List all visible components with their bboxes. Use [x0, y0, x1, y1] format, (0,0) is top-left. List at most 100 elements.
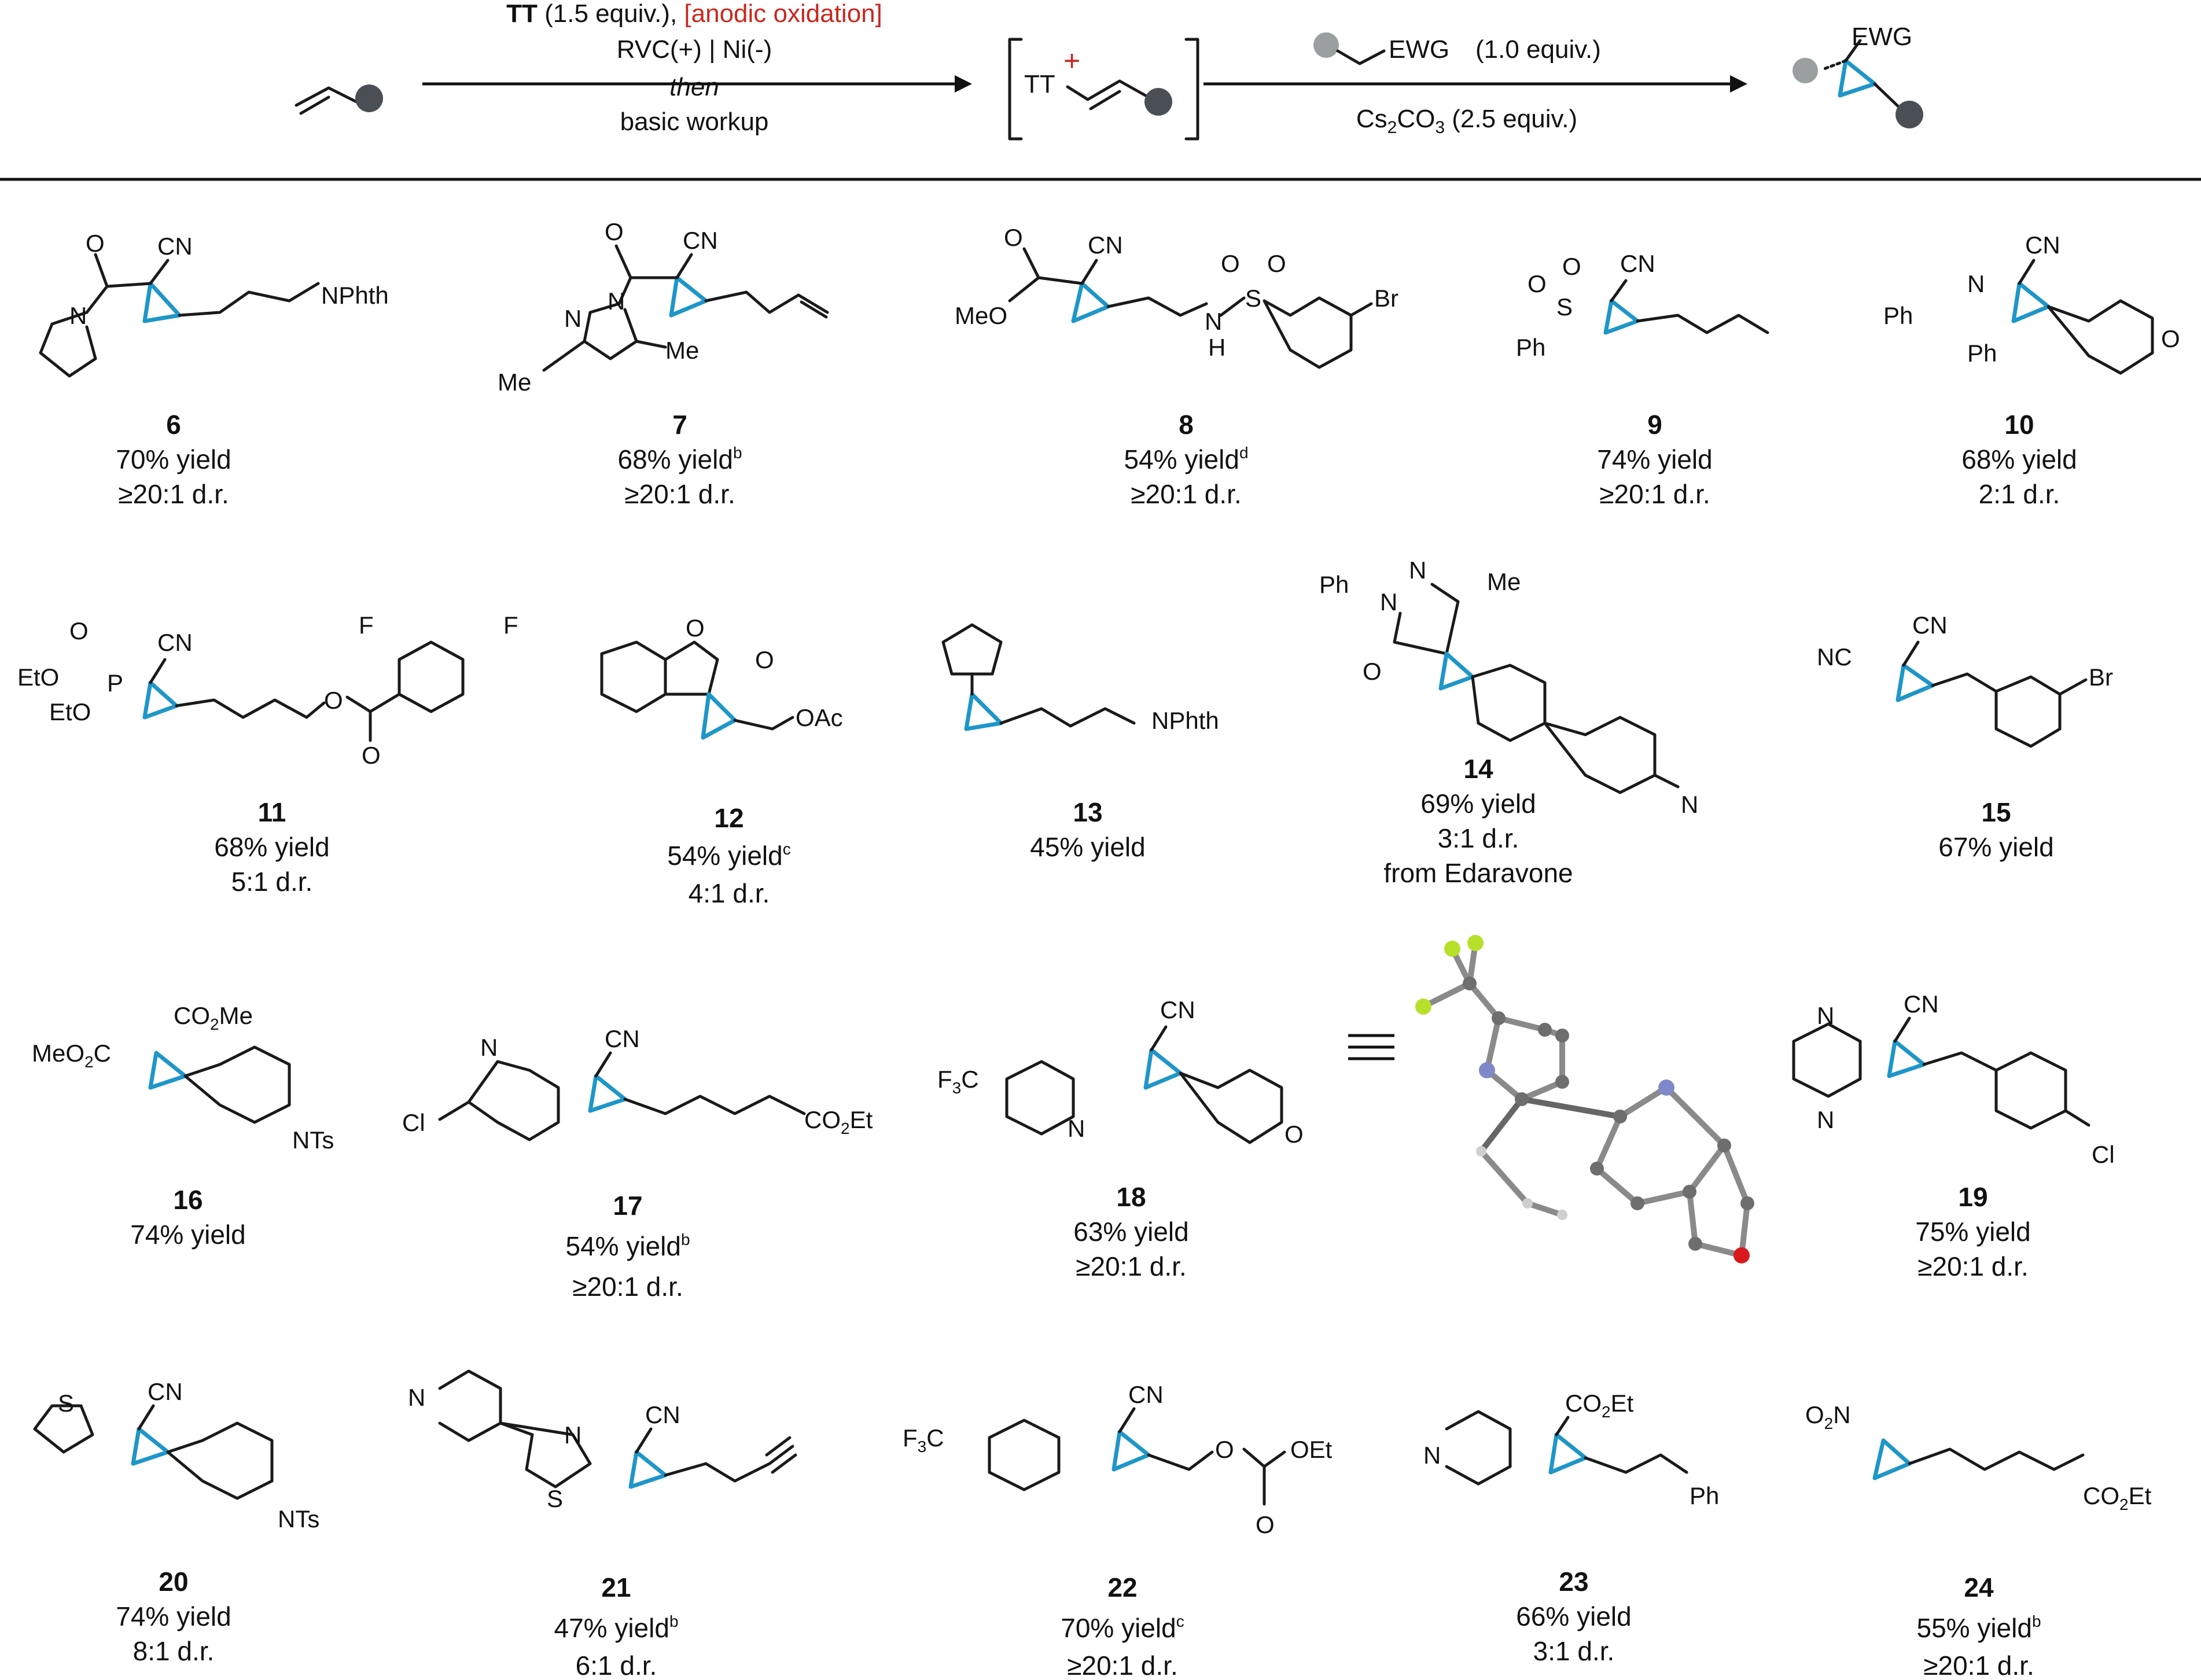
svg-text:CN: CN	[645, 1401, 680, 1428]
compound-13: NPhth	[941, 623, 1219, 734]
svg-text:CN: CN	[1904, 990, 1939, 1018]
svg-text:Me: Me	[665, 337, 699, 364]
svg-text:54% yieldb: 54% yieldb	[565, 1230, 690, 1261]
svg-text:N: N	[564, 305, 581, 332]
workup-label: basic workup	[620, 108, 769, 136]
svg-text:EtO: EtO	[49, 698, 91, 725]
svg-text:68% yieldb: 68% yieldb	[617, 444, 742, 474]
svg-text:O: O	[69, 617, 89, 644]
svg-text:Cl: Cl	[2092, 1141, 2115, 1168]
svg-text:N: N	[564, 1421, 581, 1449]
svg-text:47% yieldb: 47% yieldb	[554, 1612, 678, 1643]
compound-17: Cl N CN CO2Et	[402, 1025, 873, 1141]
svg-text:74% yield: 74% yield	[116, 1601, 231, 1631]
svg-text:N: N	[1817, 1002, 1834, 1029]
svg-text:CN: CN	[1160, 996, 1195, 1023]
substituent-dark-dot	[355, 84, 383, 112]
svg-text:45% yield: 45% yield	[1030, 832, 1145, 862]
alkene-bond	[295, 86, 360, 107]
svg-text:CN: CN	[148, 1378, 183, 1405]
svg-text:CO2Et: CO2Et	[1565, 1390, 1634, 1421]
svg-text:N: N	[1681, 791, 1698, 818]
svg-text:N: N	[608, 288, 625, 315]
svg-text:N: N	[408, 1384, 425, 1411]
compound-8: CN O MeO N H S O O Br	[955, 224, 1398, 369]
svg-text:OAc: OAc	[796, 704, 843, 731]
svg-text:≥20:1 d.r.: ≥20:1 d.r.	[1076, 1251, 1186, 1281]
svg-text:S: S	[58, 1390, 74, 1417]
svg-text:12: 12	[714, 803, 744, 833]
svg-text:75% yield: 75% yield	[1915, 1217, 2030, 1247]
svg-text:N: N	[480, 1034, 498, 1061]
svg-text:Me: Me	[1487, 568, 1521, 595]
svg-text:O: O	[1363, 658, 1382, 685]
svg-text:OEt: OEt	[1290, 1436, 1333, 1463]
reaction-header: TT (1.5 equiv.), [anodic oxidation] RVC(…	[295, 0, 1923, 141]
svg-text:24: 24	[1964, 1572, 1994, 1602]
svg-text:O: O	[1528, 270, 1547, 297]
xray-structure	[1415, 935, 1754, 1263]
svg-text:54% yieldd: 54% yieldd	[1124, 444, 1248, 474]
svg-text:22: 22	[1107, 1572, 1137, 1602]
electrodes-label: RVC(+) | Ni(-)	[617, 35, 772, 64]
svg-text:19: 19	[1958, 1182, 1987, 1212]
compound-22: F3C CN O O OEt	[903, 1381, 1333, 1538]
compound-24: O2N CO2Et	[1805, 1401, 2152, 1513]
svg-text:CO2Et: CO2Et	[2083, 1482, 2152, 1513]
compound-23: N CO2Et Ph	[1423, 1390, 1719, 1509]
svg-text:TT (1.5 equiv.), [anodic oxida: TT (1.5 equiv.), [anodic oxidation]	[506, 0, 882, 28]
svg-text:F3C: F3C	[937, 1066, 979, 1097]
svg-text:21: 21	[601, 1572, 631, 1602]
svg-text:74% yield: 74% yield	[1597, 444, 1712, 474]
yield-label: 70% yield	[116, 444, 231, 474]
svg-text:15: 15	[1981, 797, 2011, 827]
svg-text:7: 7	[672, 410, 687, 440]
svg-text:CN: CN	[1088, 231, 1123, 259]
compound-11: CN P O EtO EtO O O F F	[17, 611, 518, 769]
svg-text:17: 17	[613, 1191, 642, 1221]
svg-text:O: O	[1284, 1121, 1304, 1148]
svg-text:≥20:1 d.r.: ≥20:1 d.r.	[1131, 479, 1241, 509]
svg-text:P: P	[107, 669, 123, 697]
compound-number: 6	[166, 410, 181, 440]
svg-text:4:1 d.r.: 4:1 d.r.	[689, 878, 770, 908]
svg-text:F: F	[359, 611, 374, 639]
svg-text:MeO: MeO	[955, 302, 1007, 329]
svg-text:8: 8	[1179, 410, 1194, 440]
svg-text:Ph: Ph	[1516, 334, 1545, 361]
svg-text:O: O	[1221, 250, 1240, 277]
svg-text:F: F	[503, 611, 518, 639]
svg-text:H: H	[1208, 334, 1225, 361]
compound-15: CN NC Br	[1817, 611, 2113, 748]
compound-20: S CN NTs	[33, 1378, 319, 1532]
svg-text:68% yield: 68% yield	[214, 832, 329, 862]
svg-text:CN: CN	[1912, 611, 1948, 639]
svg-text:54% yieldc: 54% yieldc	[667, 840, 790, 871]
svg-text:O: O	[686, 614, 705, 642]
svg-text:O: O	[1256, 1511, 1275, 1538]
svg-text:S: S	[1245, 285, 1261, 312]
svg-text:N: N	[69, 302, 87, 329]
svg-text:N: N	[1205, 308, 1222, 335]
svg-text:S: S	[547, 1485, 563, 1512]
compound-9: CN S O O Ph	[1516, 250, 1769, 361]
svg-text:NC: NC	[1817, 643, 1852, 670]
reagent-equiv: (1.0 equiv.)	[1475, 35, 1601, 64]
svg-text:8:1 d.r.: 8:1 d.r.	[133, 1636, 215, 1666]
svg-text:Ph: Ph	[1690, 1482, 1719, 1509]
compound-12: O O OAc	[600, 614, 843, 740]
product-cyclopropane	[1838, 58, 1877, 98]
svg-text:Ph: Ph	[1883, 302, 1913, 329]
svg-text:O2N: O2N	[1805, 1401, 1851, 1432]
tt-label: TT	[506, 0, 538, 28]
svg-text:O: O	[1215, 1436, 1234, 1463]
svg-text:≥20:1 d.r.: ≥20:1 d.r.	[1599, 479, 1710, 509]
intermediate-tt-label: TT	[1024, 70, 1055, 98]
svg-text:55% yieldb: 55% yieldb	[1916, 1612, 2041, 1643]
svg-text:68% yield: 68% yield	[1961, 444, 2077, 474]
anodic-oxidation-label: [anodic oxidation]	[684, 0, 882, 28]
svg-text:14: 14	[1463, 754, 1493, 784]
svg-text:16: 16	[173, 1185, 203, 1215]
svg-text:S: S	[1556, 293, 1573, 320]
